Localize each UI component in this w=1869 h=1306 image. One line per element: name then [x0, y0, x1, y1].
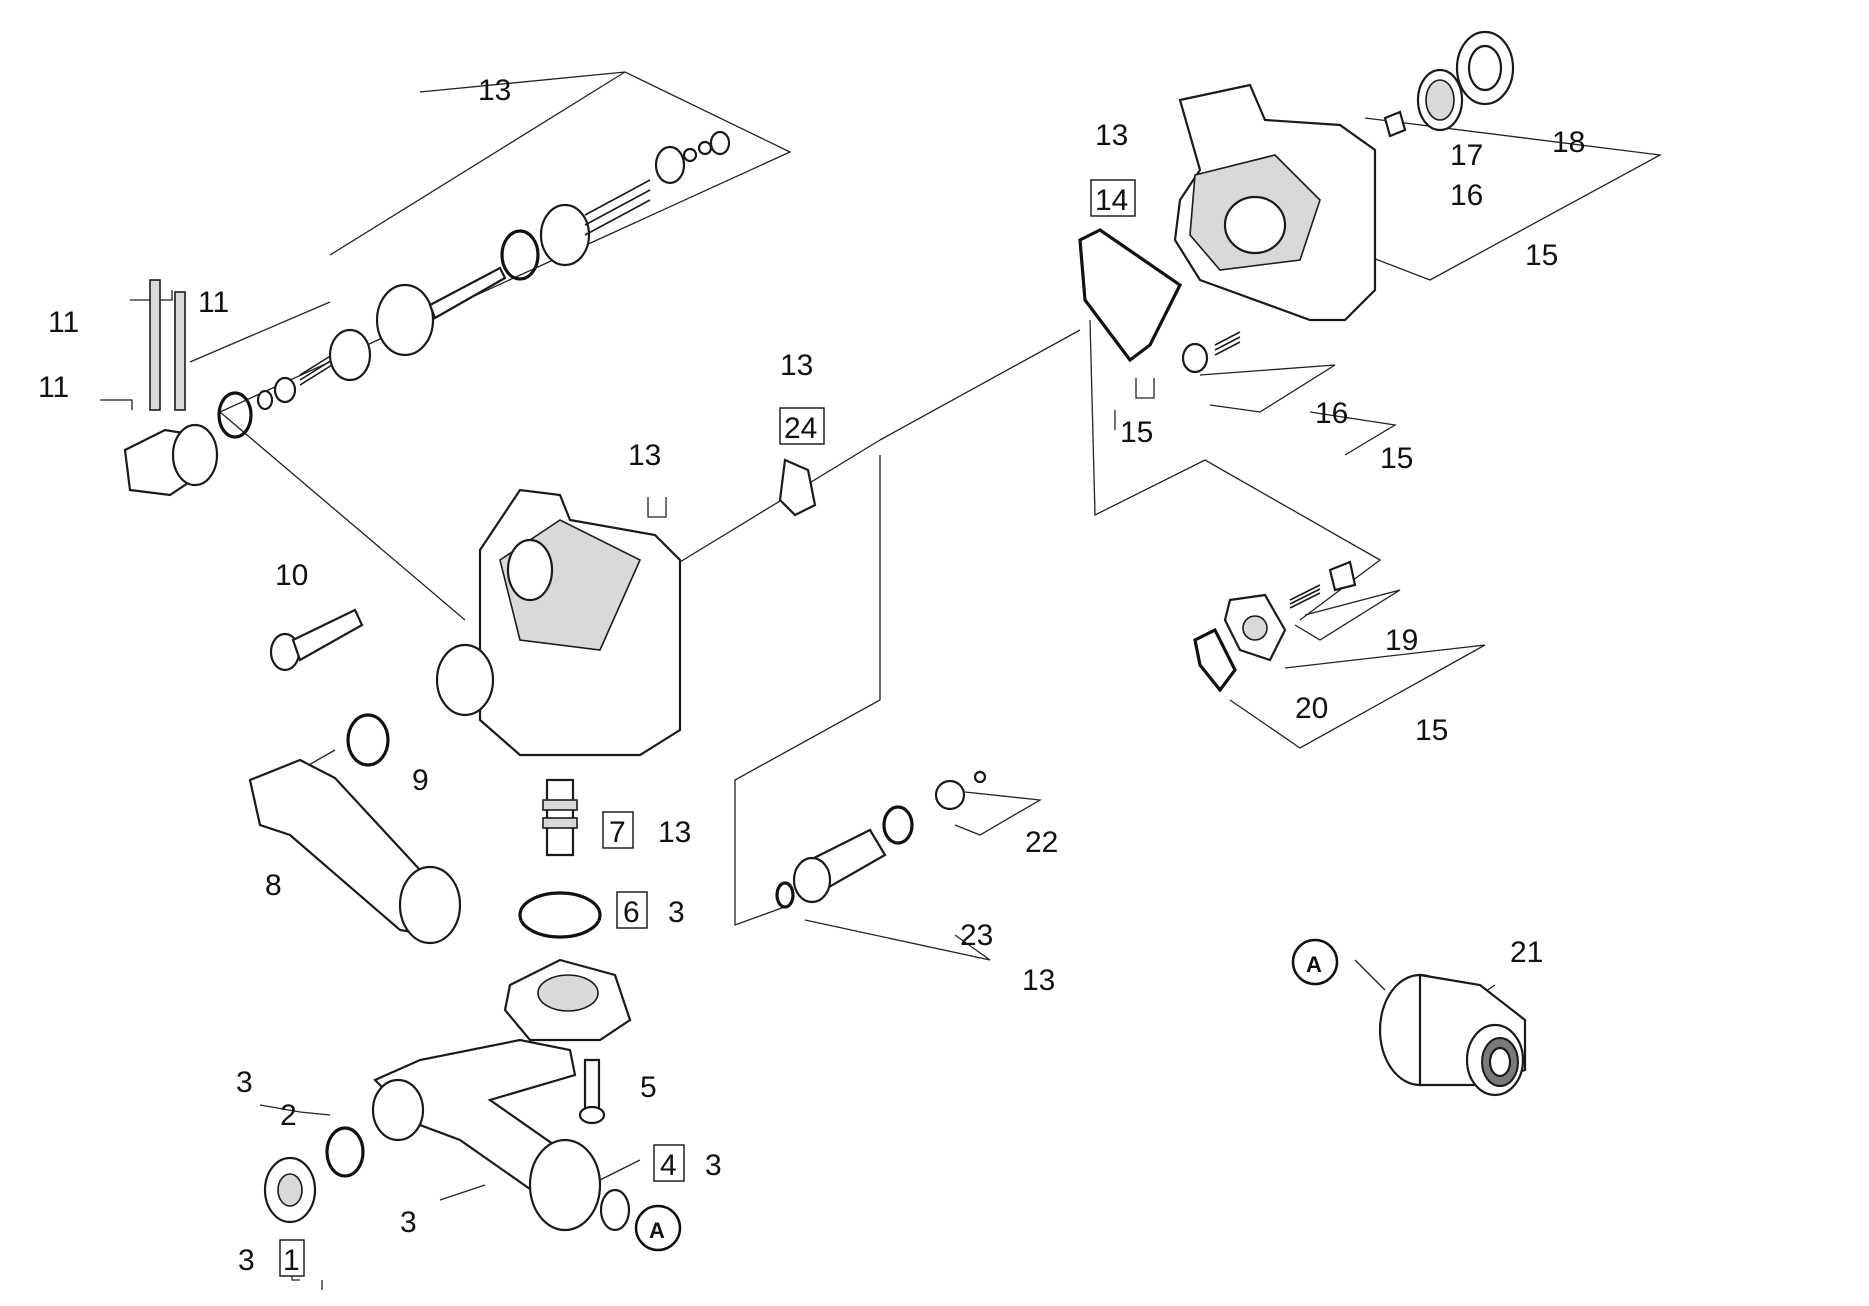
label-6: 6 [623, 896, 640, 929]
label-16: 16 [1315, 397, 1348, 430]
label-15: 15 [1525, 239, 1558, 272]
label-11: 11 [38, 371, 69, 404]
label-20: 20 [1295, 692, 1328, 725]
label-2: 2 [280, 1099, 297, 1132]
spring-part [1289, 584, 1321, 609]
label-13: 13 [1095, 119, 1128, 152]
piston-part [375, 283, 435, 357]
label-3: 3 [705, 1149, 722, 1182]
housing-thread-part [435, 643, 495, 717]
label-1: 1 [283, 1244, 300, 1277]
label-16: 16 [1450, 179, 1483, 212]
label-13: 13 [658, 816, 691, 849]
bolt-part [583, 1058, 601, 1112]
o-ring-part [346, 713, 390, 767]
valve-part [1181, 342, 1209, 374]
valve-block-part [171, 423, 219, 487]
label-22: 22 [1025, 826, 1058, 859]
part-number-labels: 13 11 11 11 13 14 15 17 18 16 15 16 15 1… [38, 74, 1585, 1277]
label-13: 13 [780, 349, 813, 382]
spring-part [584, 179, 651, 236]
label-17: 17 [1450, 139, 1483, 172]
label-3: 3 [236, 1066, 253, 1099]
label-a: A [1306, 952, 1322, 977]
o-ring-part [500, 229, 540, 281]
label-9: 9 [412, 764, 429, 797]
label-3: 3 [400, 1206, 417, 1239]
label-15: 15 [1120, 416, 1153, 449]
o-ring-part [325, 1126, 365, 1178]
parts [123, 30, 1527, 1232]
label-11: 11 [198, 286, 229, 319]
label-24: 24 [784, 412, 817, 445]
label-21: 21 [1510, 936, 1543, 969]
label-10: 10 [275, 559, 308, 592]
valve-part [1383, 110, 1407, 138]
label-18: 18 [1552, 126, 1585, 159]
rod-part [174, 291, 186, 411]
label-11: 11 [48, 306, 79, 339]
leader-lines [100, 71, 1663, 1290]
label-boxes [279, 179, 1136, 1277]
label-14: 14 [1095, 184, 1128, 217]
label-3: 3 [668, 896, 685, 929]
o-ring-part [882, 805, 914, 845]
spring-part [1214, 331, 1241, 356]
label-4: 4 [660, 1149, 677, 1182]
label-15: 15 [1380, 442, 1413, 475]
reference-a-circle [634, 1204, 682, 1252]
label-19: 19 [1385, 624, 1418, 657]
o-ring-part [1193, 627, 1237, 693]
label-23: 23 [960, 919, 993, 952]
label-8: 8 [265, 869, 282, 902]
reference-a-circle [1291, 938, 1339, 986]
o-ring-part [518, 891, 602, 939]
label-7: 7 [609, 816, 626, 849]
valve-part [934, 779, 966, 811]
label-13: 13 [478, 74, 511, 107]
rod-part [149, 279, 161, 411]
gasket-part [1078, 228, 1183, 363]
label-13: 13 [628, 439, 661, 472]
label-a: A [649, 1218, 665, 1243]
label-13: 13 [1022, 964, 1055, 997]
o-ring-part [217, 391, 253, 439]
label-15: 15 [1415, 714, 1448, 747]
label-5: 5 [640, 1071, 657, 1104]
label-3: 3 [238, 1244, 255, 1277]
cap-part [778, 458, 817, 517]
filter-part [599, 1188, 631, 1232]
